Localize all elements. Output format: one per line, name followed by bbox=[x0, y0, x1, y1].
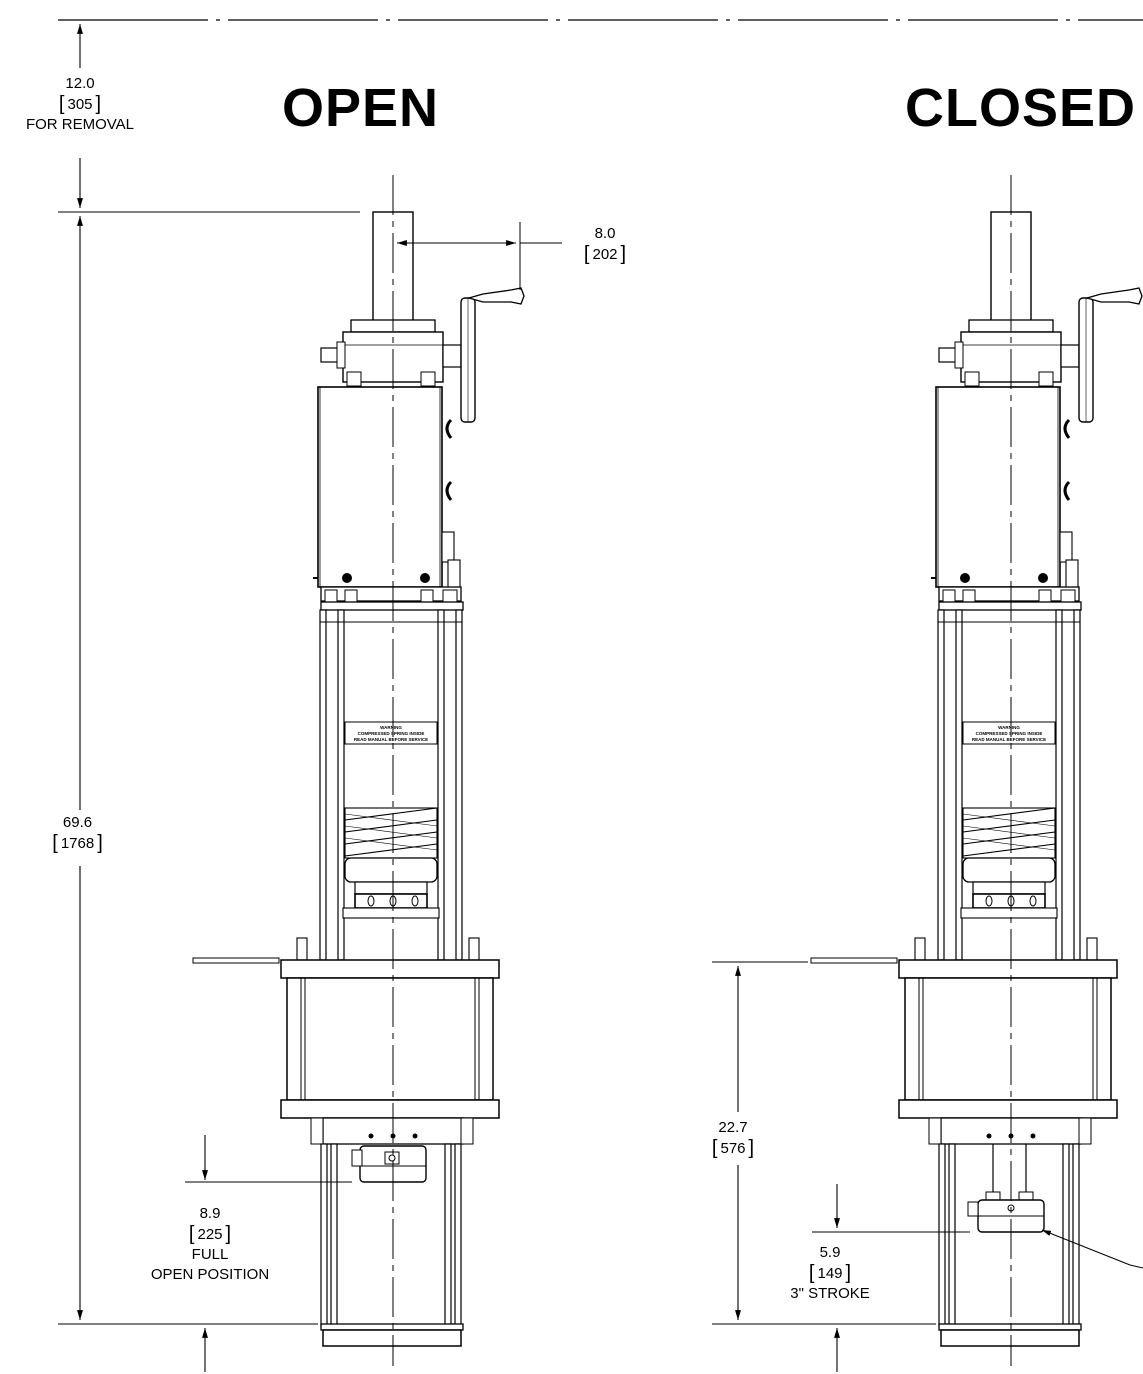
open-position-label: 8.9 225 FULL OPEN POSITION bbox=[130, 1204, 290, 1285]
handwheel-offset-mm: 202 bbox=[565, 244, 645, 265]
open-position-note-2: OPEN POSITION bbox=[150, 1266, 270, 1283]
removal-inch: 12.0 bbox=[65, 75, 95, 92]
warning-plate-closed-line-1: WARNING bbox=[998, 725, 1020, 730]
warning-plate-open: WARNING COMPRESSED SPRING INSIDE READ MA… bbox=[354, 725, 428, 742]
warning-plate-open-line-1: WARNING bbox=[380, 725, 402, 730]
open-position-note-1: FULL bbox=[191, 1246, 229, 1263]
cylinder-height-inch: 22.7 bbox=[718, 1119, 748, 1136]
closed-view-title: CLOSED bbox=[905, 78, 1137, 138]
overall-height-mm: 1768 bbox=[30, 833, 125, 854]
stroke-mm: 149 bbox=[775, 1263, 885, 1284]
handwheel-offset-inch: 8.0 bbox=[594, 225, 616, 242]
removal-mm: 305 bbox=[10, 94, 150, 115]
handwheel-offset-label: 8.0 202 bbox=[565, 224, 645, 265]
cylinder-height-label: 22.7 576 bbox=[693, 1118, 773, 1159]
warning-plate-closed-line-2: COMPRESSED SPRING INSIDE bbox=[976, 731, 1043, 736]
open-position-mm: 225 bbox=[130, 1224, 290, 1245]
warning-plate-closed: WARNING COMPRESSED SPRING INSIDE READ MA… bbox=[972, 725, 1046, 742]
open-view-title: OPEN bbox=[282, 78, 440, 138]
open-position-inch: 8.9 bbox=[199, 1205, 221, 1222]
cylinder-height-mm: 576 bbox=[693, 1138, 773, 1159]
removal-dimension-label: 12.0 305 FOR REMOVAL bbox=[10, 74, 150, 135]
warning-plate-closed-line-3: READ MANUAL BEFORE SERVICE bbox=[972, 737, 1046, 742]
warning-plate-open-line-3: READ MANUAL BEFORE SERVICE bbox=[354, 737, 428, 742]
stroke-label: 5.9 149 3" STROKE bbox=[775, 1243, 885, 1304]
stroke-inch: 5.9 bbox=[819, 1244, 841, 1261]
overall-height-label: 69.6 1768 bbox=[30, 813, 125, 854]
overall-height-inch: 69.6 bbox=[62, 814, 93, 831]
removal-note: FOR REMOVAL bbox=[25, 116, 135, 133]
stroke-note: 3" STROKE bbox=[790, 1285, 870, 1302]
warning-plate-open-line-2: COMPRESSED SPRING INSIDE bbox=[358, 731, 425, 736]
